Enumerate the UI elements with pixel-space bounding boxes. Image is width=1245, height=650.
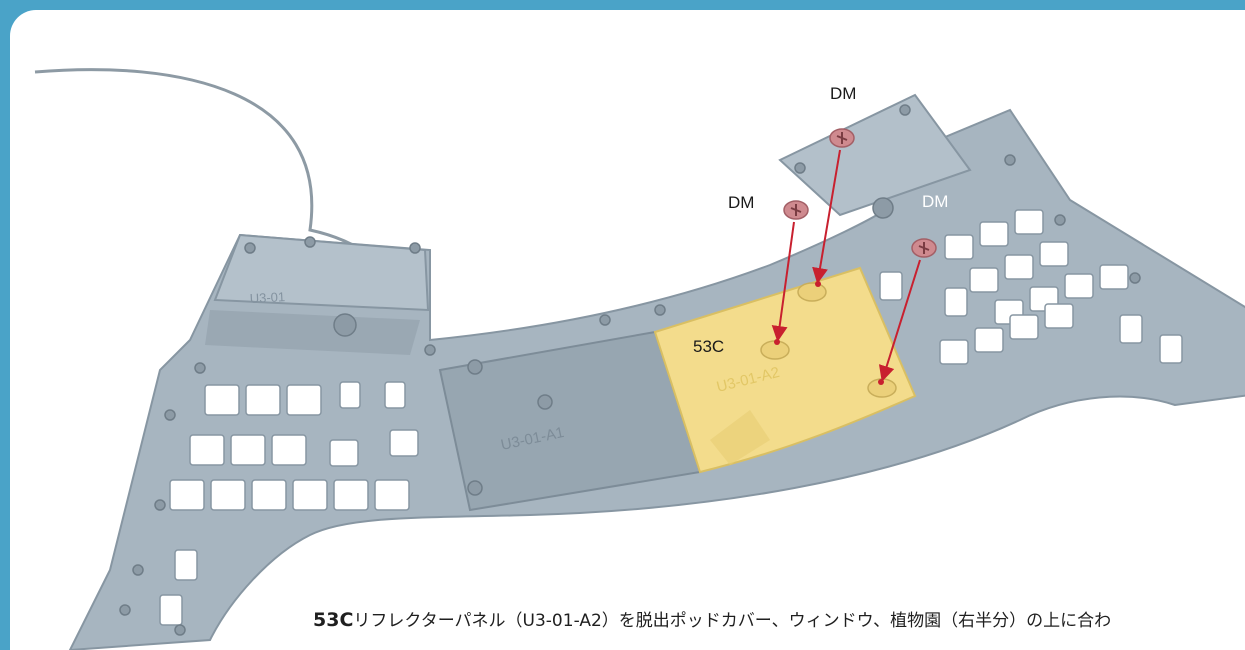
- target-dots: [774, 281, 884, 385]
- assembly-illustration: U3-01 U3-01-A1 U3-01-A2: [34, 68, 1245, 650]
- window-grid-right: [879, 209, 1183, 365]
- engraving-u3-01: U3-01: [249, 289, 285, 306]
- assembly-arrows: [771, 149, 921, 382]
- instruction-caption: 53Cリフレクターパネル（U3-01-A2）を脱出ポッドカバー、ウィンドウ、植物…: [313, 606, 1111, 631]
- dm-label-right: DM: [922, 192, 949, 211]
- window-grid-left: [159, 381, 419, 626]
- caption-part-id: 53C: [313, 609, 354, 631]
- upper-right-cover: [778, 93, 972, 217]
- part-label-53c: 53C: [693, 337, 725, 356]
- instruction-page: U3-01 U3-01-A1 U3-01-A2 DM DM DM 53C 53C: [10, 10, 1245, 650]
- dm-label-top: DM: [830, 84, 857, 103]
- dm-label-left: DM: [728, 193, 755, 212]
- panel-a2-posts: [760, 282, 897, 398]
- left-cover-ramp: [205, 310, 420, 355]
- left-cover-plate: [213, 233, 430, 312]
- caption-text: リフレクターパネル（U3-01-A2）を脱出ポッドカバー、ウィンドウ、植物園（右…: [353, 611, 1112, 631]
- dm-screw-right: [911, 238, 937, 258]
- dm-screw-left: [783, 200, 809, 220]
- screw-bosses: [119, 104, 1141, 636]
- panel-a2-reflector: [653, 266, 917, 474]
- dm-screw-top: [829, 128, 855, 148]
